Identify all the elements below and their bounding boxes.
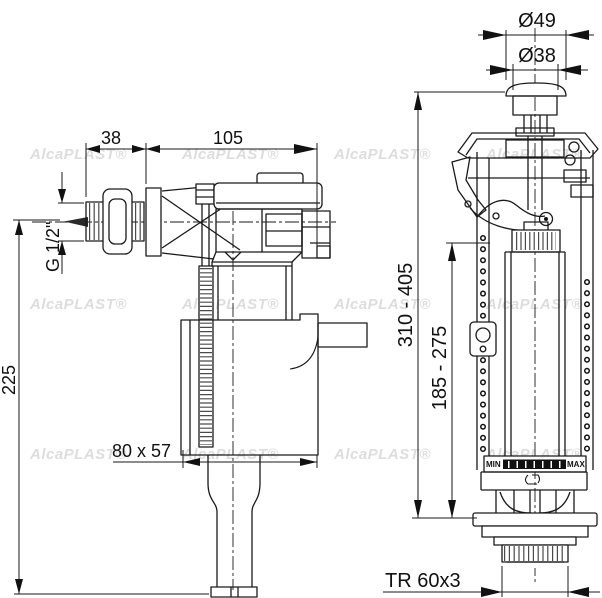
dim-g12-label: G 1/2" — [43, 222, 63, 272]
dim-185-275-label: 185 - 275 — [429, 326, 451, 411]
dimension-d38: Ø38 — [486, 45, 588, 90]
brand-watermark: AlcaPLAST® — [30, 296, 127, 313]
dimension-tr60x3: TR 60x3 — [383, 566, 600, 597]
adjusting-rod — [198, 265, 214, 448]
min-label: MIN — [486, 460, 501, 469]
brand-watermark: AlcaPLAST® — [30, 146, 127, 163]
dimension-225: 225 — [0, 219, 209, 595]
minmax-scale: MIN MAX — [483, 455, 587, 473]
valve-bottom — [472, 471, 598, 563]
dim-tr60x3-label: TR 60x3 — [385, 570, 461, 592]
brand-watermark: AlcaPLAST® — [334, 296, 431, 313]
washer-plate — [145, 187, 162, 257]
dimension-80x57: 80 x 57 — [112, 441, 318, 468]
overflow-tube — [504, 221, 566, 456]
dimension-185-275: 185 - 275 — [429, 242, 490, 518]
rail-slider-lock — [469, 321, 497, 357]
seal-clip — [524, 474, 541, 485]
flush-valve-drawing: MIN MAX — [383, 10, 600, 597]
brand-watermark: AlcaPLAST® — [30, 446, 127, 463]
shank-nut — [102, 188, 133, 255]
body-funnel — [211, 251, 303, 263]
brand-watermark: AlcaPLAST® — [486, 146, 583, 163]
dim-225-label: 225 — [0, 365, 19, 395]
max-label: MAX — [567, 460, 585, 469]
upper-tube — [211, 262, 293, 320]
dim-38-label: 38 — [101, 128, 121, 148]
dim-d49-label: Ø49 — [518, 10, 556, 32]
valve-needle — [64, 217, 88, 227]
dimension-105: 105 — [146, 128, 318, 246]
dim-105-label: 105 — [213, 128, 243, 148]
lower-tube — [207, 455, 261, 598]
dimension-310-405: 310 - 405 — [395, 91, 505, 519]
brand-watermark: AlcaPLAST® — [334, 146, 431, 163]
dimension-d49: Ø49 — [478, 10, 594, 80]
valve-head — [213, 172, 331, 259]
brand-watermark: AlcaPLAST® — [182, 146, 279, 163]
dimension-g12: G 1/2" — [43, 172, 84, 274]
fill-valve-drawing: 38 105 G 1/2" — [0, 128, 368, 598]
dim-80x57-label: 80 x 57 — [112, 441, 171, 461]
flush-lever-mechanism — [451, 136, 554, 231]
dim-d38-label: Ø38 — [518, 45, 556, 67]
brand-watermark: AlcaPLAST® — [486, 296, 583, 313]
float-cup — [180, 313, 368, 456]
dim-310-405-label: 310 - 405 — [395, 263, 417, 348]
bottom-thread — [501, 544, 569, 563]
side-rails — [469, 150, 594, 470]
dimension-38: 38 — [85, 128, 147, 197]
brand-watermark: AlcaPLAST® — [334, 446, 431, 463]
push-button — [505, 82, 567, 137]
